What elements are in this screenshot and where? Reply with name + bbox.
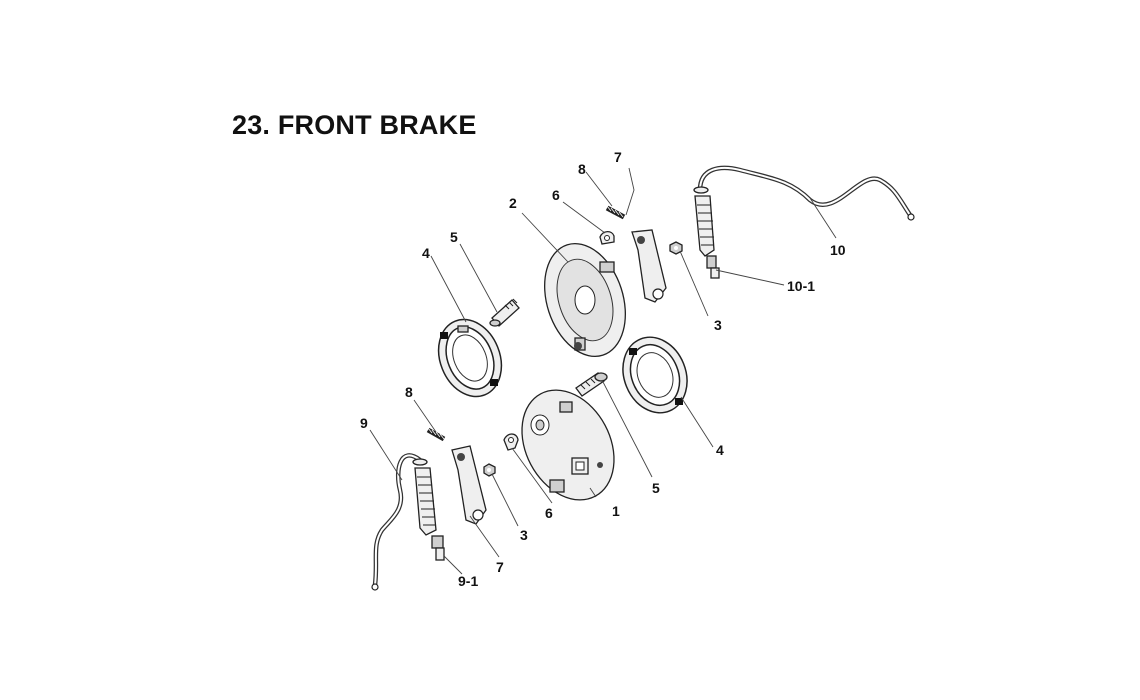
nut-3-lower (483, 463, 496, 477)
callout-9-1: 9-1 (458, 573, 478, 589)
callout-3-lower: 3 (520, 527, 528, 543)
callout-4-upper: 4 (422, 245, 430, 261)
callout-9: 9 (360, 415, 368, 431)
cable-boot-9-1 (414, 467, 445, 561)
brake-panel-1 (521, 389, 615, 501)
brake-arm-7-upper (631, 229, 667, 303)
callout-10-1: 10-1 (787, 278, 815, 294)
brake-cable-10 (693, 165, 915, 221)
callout-6-upper: 6 (552, 187, 560, 203)
cam-shaft-5-lower (575, 372, 608, 397)
washer-6-lower (503, 433, 519, 451)
callout-5-upper: 5 (450, 229, 458, 245)
leader-lines (369, 167, 837, 575)
callout-8-upper: 8 (578, 161, 586, 177)
callout-10: 10 (830, 242, 846, 258)
callout-1: 1 (612, 503, 620, 519)
nut-3-upper (669, 241, 683, 255)
callout-7-lower: 7 (496, 559, 504, 575)
callout-6-lower: 6 (545, 505, 553, 521)
cam-shaft-5-upper (489, 298, 520, 327)
cable-boot-10-1 (694, 195, 720, 279)
brake-shoe-4-lower (622, 336, 688, 414)
callout-2: 2 (509, 195, 517, 211)
brake-cable-9 (371, 453, 428, 591)
brake-arm-7-lower (451, 445, 487, 525)
bolt-8-upper (605, 205, 626, 220)
callout-7-upper: 7 (614, 149, 622, 165)
callout-4-lower: 4 (716, 442, 724, 458)
callout-8-lower: 8 (405, 384, 413, 400)
brake-shoe-4-upper (437, 318, 503, 398)
callout-5-lower: 5 (652, 480, 660, 496)
washer-6-upper (599, 230, 615, 245)
brake-panel-2 (544, 242, 626, 358)
diagram-title: 23. FRONT BRAKE (232, 110, 477, 140)
callout-3-upper: 3 (714, 317, 722, 333)
bolt-8-lower (426, 427, 446, 442)
